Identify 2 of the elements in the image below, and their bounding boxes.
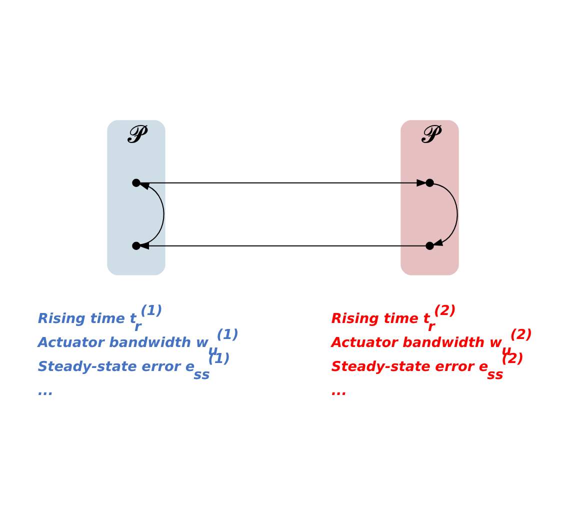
node-label: ... <box>38 382 54 399</box>
node-label: ... <box>331 382 347 399</box>
